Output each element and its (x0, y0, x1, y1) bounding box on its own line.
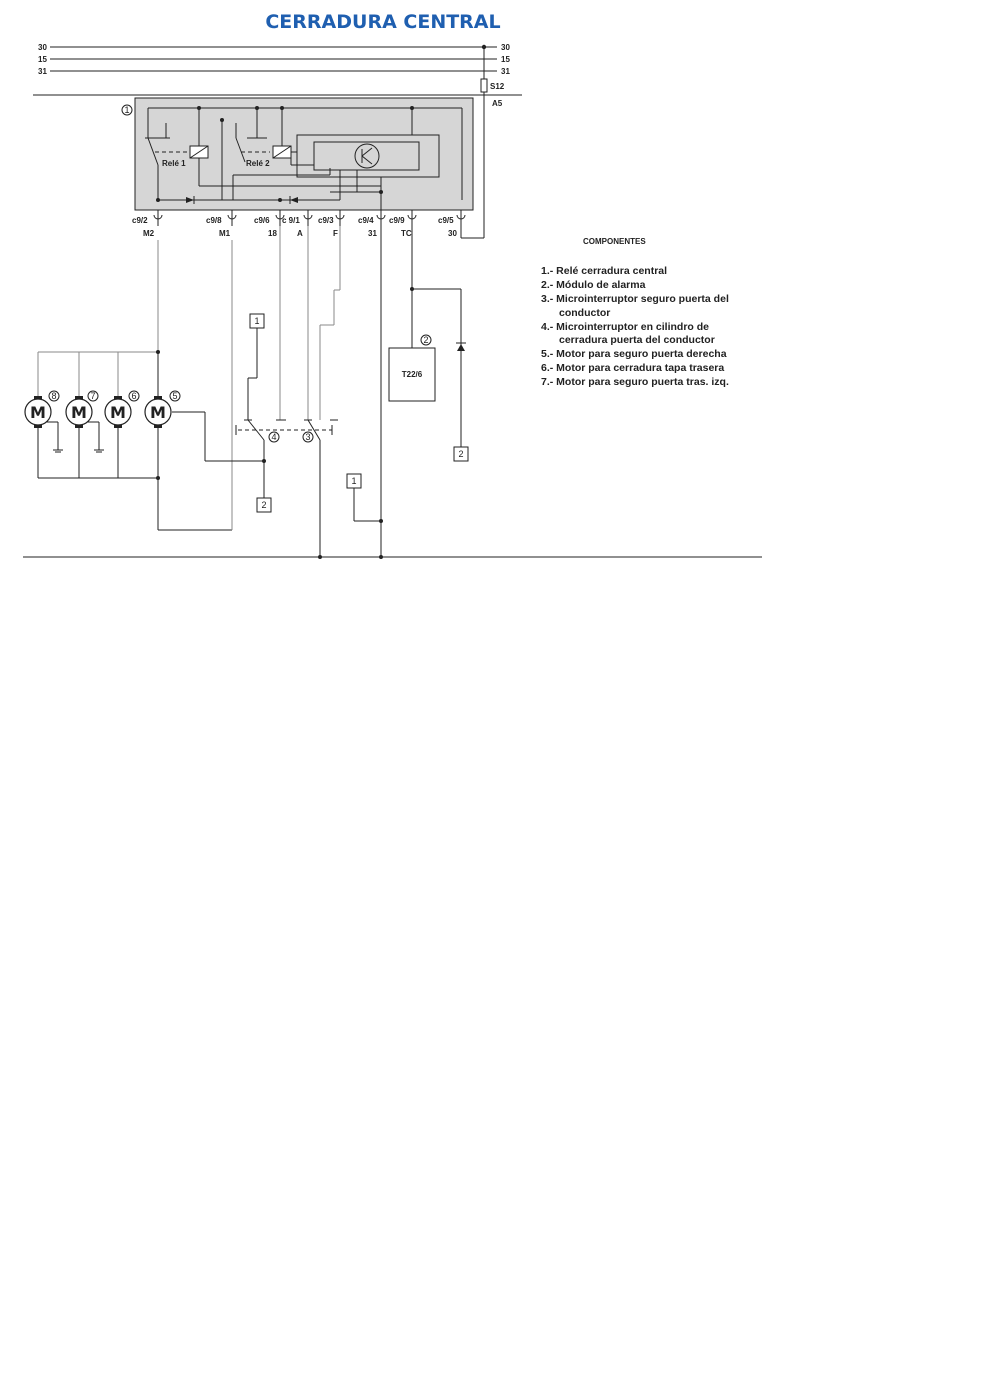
ref-box: 1 (254, 316, 259, 326)
relay-2-label: Relé 2 (246, 159, 270, 168)
pin-label: c9/9 (389, 216, 405, 225)
motor-symbol: M (30, 403, 46, 422)
connector-label: A5 (492, 99, 503, 108)
pin-signal: 30 (448, 229, 457, 238)
fuse-s12: S12 A5 (460, 47, 505, 239)
components-legend: COMPONENTES 1.- Relé cerradura central 2… (541, 237, 729, 388)
legend-item: conductor (559, 307, 610, 319)
pin-signal: M1 (219, 229, 231, 238)
motor-symbol: M (150, 403, 166, 422)
motor-number: 7 (90, 391, 95, 401)
pin-signal: A (297, 229, 303, 238)
switch-3-number: 3 (305, 432, 310, 442)
page-title: CERRADURA CENTRAL (265, 11, 500, 33)
legend-item: 4.- Microinterruptor en cilindro de (541, 321, 709, 333)
legend-item: 7.- Motor para seguro puerta tras. izq. (541, 376, 729, 388)
alarm-module: T22/6 2 (388, 334, 436, 402)
legend-item: 6.- Motor para cerradura tapa trasera (541, 362, 724, 374)
switch-4-number: 4 (271, 432, 276, 442)
motor-7: M 7 (65, 390, 99, 428)
relay-1-label: Relé 1 (162, 159, 186, 168)
pin-label: c9/8 (206, 216, 222, 225)
fuse-label: S12 (490, 82, 505, 91)
pin-signal: 18 (268, 229, 277, 238)
motor-5: M 5 (144, 390, 181, 428)
motor-number: 5 (172, 391, 177, 401)
bus-label-15-left: 15 (38, 55, 47, 64)
motor-symbol: M (110, 403, 126, 422)
pin-label: c9/6 (254, 216, 270, 225)
pin-label: c9/2 (132, 216, 148, 225)
bus-label-31-left: 31 (38, 67, 47, 76)
pin-signal: F (333, 229, 338, 238)
legend-heading: COMPONENTES (583, 237, 646, 246)
connector-pins: c9/2 c9/8 c9/6 c 9/1 c9/3 c9/4 c9/9 c9/5… (132, 210, 466, 238)
bus-label-30-left: 30 (38, 43, 47, 52)
relay-unit-number: 1 (124, 105, 129, 115)
pin-label: c9/5 (438, 216, 454, 225)
ref-box: 2 (261, 500, 266, 510)
pin-signal: M2 (143, 229, 155, 238)
legend-item: 5.- Motor para seguro puerta derecha (541, 348, 727, 360)
legend-item: 1.- Relé cerradura central (541, 265, 667, 277)
alarm-module-label: T22/6 (402, 370, 423, 379)
relay-unit: 1 Relé 1 Relé 2 (121, 97, 474, 215)
motor-6: M 6 (104, 390, 140, 428)
power-bus: 30 15 31 30 15 31 (33, 43, 522, 96)
pin-label: c9/4 (358, 216, 374, 225)
pin-label: c9/3 (318, 216, 334, 225)
pin-label: c 9/1 (282, 216, 300, 225)
bus-label-31-right: 31 (501, 67, 510, 76)
external-wiring: 4 3 (23, 226, 762, 559)
alarm-module-number: 2 (423, 335, 428, 345)
motor-number: 6 (131, 391, 136, 401)
legend-item: 2.- Módulo de alarma (541, 279, 646, 291)
motor-symbol: M (71, 403, 87, 422)
ref-box: 1 (351, 476, 356, 486)
pin-signal: TC (401, 229, 412, 238)
legend-item: cerradura puerta del conductor (559, 334, 715, 346)
ref-box: 2 (458, 449, 463, 459)
motor-number: 8 (51, 391, 56, 401)
pin-signal: 31 (368, 229, 377, 238)
bus-label-15-right: 15 (501, 55, 510, 64)
legend-item: 3.- Microinterruptor seguro puerta del (541, 293, 729, 305)
motor-8: M 8 (24, 390, 60, 428)
bus-label-30-right: 30 (501, 43, 510, 52)
reference-boxes: 1 2 1 2 (249, 313, 469, 513)
